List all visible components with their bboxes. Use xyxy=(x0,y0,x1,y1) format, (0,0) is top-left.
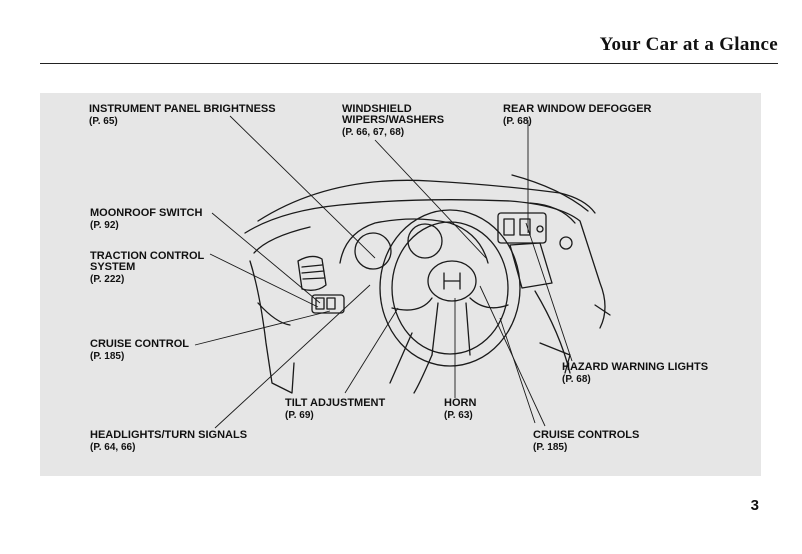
tilt-adjustment-label: TILT ADJUSTMENT (P. 69) xyxy=(285,397,386,422)
label-name: HEADLIGHTS/TURN SIGNALS xyxy=(90,429,248,441)
label-page-ref: (P. 92) xyxy=(90,220,119,231)
label-name: MOONROOF SWITCH xyxy=(90,207,203,219)
horn-label: HORN (P. 63) xyxy=(444,397,477,422)
instrument-panel-brightness-label: INSTRUMENT PANEL BRIGHTNESS (P. 65) xyxy=(89,103,276,128)
traction-control-label: TRACTION CONTROL SYSTEM (P. 222) xyxy=(90,250,205,286)
label-name: TILT ADJUSTMENT xyxy=(285,397,386,409)
dashboard-illustration-panel: INSTRUMENT PANEL BRIGHTNESS (P. 65) WIND… xyxy=(40,93,761,476)
label-page-ref: (P. 69) xyxy=(285,410,314,421)
label-page-ref: (P. 222) xyxy=(90,274,125,285)
label-name: CRUISE CONTROLS xyxy=(533,429,640,441)
label-page-ref: (P. 185) xyxy=(90,351,125,362)
dashboard-illustration xyxy=(194,115,611,429)
label-name: CRUISE CONTROL xyxy=(90,338,189,350)
label-name: INSTRUMENT PANEL BRIGHTNESS xyxy=(89,103,276,115)
hazard-warning-lights-label: HAZARD WARNING LIGHTS (P. 68) xyxy=(562,361,709,386)
label-page-ref: (P. 63) xyxy=(444,410,473,421)
label-page-ref: (P. 64, 66) xyxy=(90,442,136,453)
windshield-wipers-label: WINDSHIELD WIPERS/WASHERS (P. 66, 67, 68… xyxy=(342,103,445,139)
label-page-ref: (P. 68) xyxy=(503,116,532,127)
page-title: Your Car at a Glance xyxy=(599,34,778,55)
label-page-ref: (P. 66, 67, 68) xyxy=(342,127,405,138)
header-rule xyxy=(40,63,778,64)
label-page-ref: (P. 185) xyxy=(533,442,568,453)
label-name: TRACTION CONTROL SYSTEM xyxy=(90,250,205,273)
label-name: WINDSHIELD WIPERS/WASHERS xyxy=(342,103,445,126)
label-page-ref: (P. 65) xyxy=(89,116,118,127)
label-name: HAZARD WARNING LIGHTS xyxy=(562,361,709,373)
cruise-control-label: CRUISE CONTROL (P. 185) xyxy=(90,338,189,363)
label-name: REAR WINDOW DEFOGGER xyxy=(503,103,652,115)
label-page-ref: (P. 68) xyxy=(562,374,591,385)
page-number: 3 xyxy=(750,497,759,514)
moonroof-switch-label: MOONROOF SWITCH (P. 92) xyxy=(90,207,203,232)
headlights-turn-signals-label: HEADLIGHTS/TURN SIGNALS (P. 64, 66) xyxy=(90,429,248,454)
cruise-controls-label: CRUISE CONTROLS (P. 185) xyxy=(533,429,640,454)
rear-window-defogger-label: REAR WINDOW DEFOGGER (P. 68) xyxy=(503,103,652,128)
label-name: HORN xyxy=(444,397,477,409)
